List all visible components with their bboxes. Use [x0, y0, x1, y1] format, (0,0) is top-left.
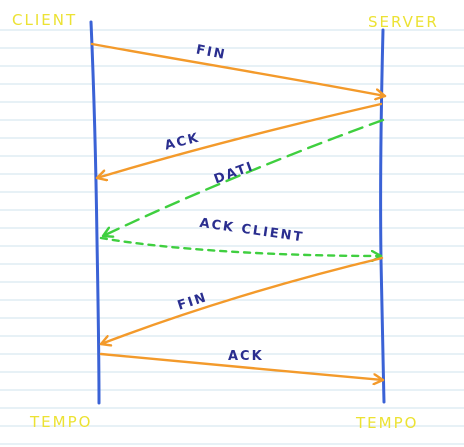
ack-label-2: ACK [228, 349, 264, 364]
server-timeline [379, 28, 386, 404]
server-time-label: TEMPO [355, 414, 418, 432]
fin-label-1: FIN [195, 42, 228, 63]
ack-arrow-1 [95, 102, 383, 178]
fin-label-2: FIN [176, 290, 210, 314]
fin-arrow-2 [99, 256, 384, 344]
ack-arrow-2 [99, 352, 385, 380]
dati-arrow [101, 118, 385, 236]
client-timeline [89, 20, 101, 405]
client-label: CLIENT [12, 11, 77, 29]
ack-client-label: ACK CLIENT [199, 216, 306, 246]
fin-arrow-1 [90, 42, 387, 96]
ruled-paper-lines [0, 29, 464, 445]
client-time-label: TEMPO [29, 413, 92, 431]
server-label: SERVER [368, 13, 439, 31]
dati-label: DATI [212, 159, 256, 187]
ack-client-arrow [99, 236, 383, 256]
